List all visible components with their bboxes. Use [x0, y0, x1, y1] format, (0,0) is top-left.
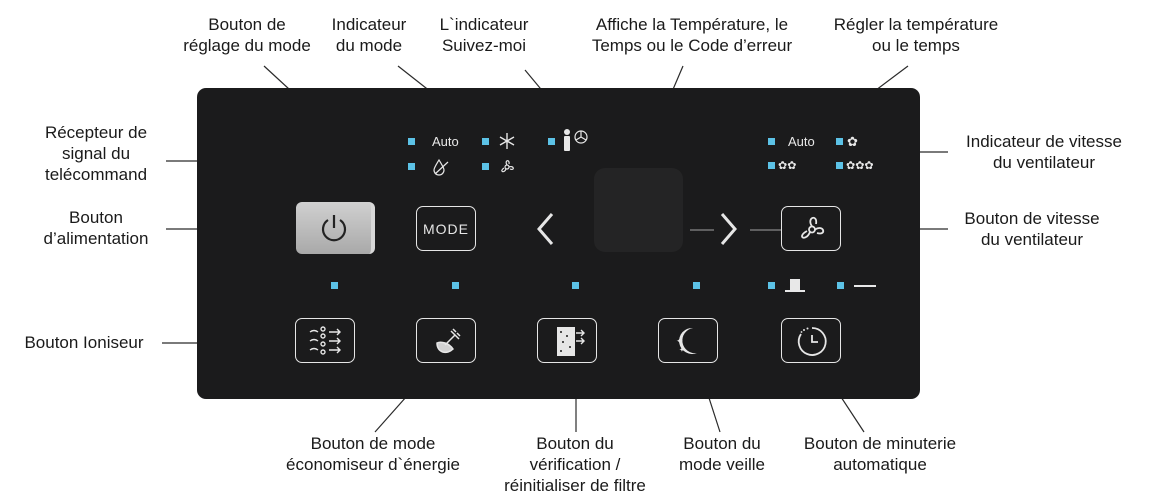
follow-me-icon [564, 129, 588, 151]
fan-icon [501, 160, 514, 173]
led-fan-low [836, 138, 843, 145]
label-regler-temperature: Régler la température ou le temps [833, 15, 999, 55]
label-affiche-temperature: Affiche la Température, le Temps ou le C… [591, 15, 793, 55]
led-mode-cool [482, 138, 489, 145]
svg-text:✦: ✦ [676, 337, 684, 347]
timer-off-icon [854, 285, 876, 287]
label-bouton-filtre: Bouton du vérification / réinitialiser d… [504, 434, 646, 495]
led-fan-auto [768, 138, 775, 145]
led-mode-auto [408, 138, 415, 145]
ionizer-icon [309, 326, 341, 355]
chevron-left-icon[interactable] [534, 210, 556, 248]
led-follow-me [548, 138, 555, 145]
fan-high-icon: ✿✿✿ [846, 160, 874, 172]
label-bouton-vitesse: Bouton de vitesse du ventilateur [964, 209, 1100, 249]
led-eco [452, 282, 459, 289]
snowflake-icon [499, 133, 515, 149]
svg-text:✦: ✦ [679, 346, 685, 354]
label-indicateur-suivez-moi: L`indicateur Suivez-moi [439, 15, 529, 55]
fan-auto-text: Auto [788, 134, 815, 149]
filter-icon [557, 327, 585, 356]
eco-plug-icon [436, 328, 461, 354]
chevron-right-icon[interactable] [718, 210, 740, 248]
led-timer-on [768, 282, 775, 289]
fan-speed-icon [801, 216, 825, 239]
label-indicateur-vitesse: Indicateur de vitesse du ventilateur [966, 132, 1122, 172]
timer-icon [797, 327, 827, 356]
power-button[interactable] [296, 202, 375, 254]
mode-button-label: MODE [423, 220, 469, 237]
temperature-display [594, 168, 683, 252]
led-ioniseur [331, 282, 338, 289]
timer-button[interactable] [781, 318, 841, 363]
timer-on-icon [785, 279, 805, 292]
fan-speed-button[interactable] [781, 206, 841, 251]
sleep-button[interactable]: ✦ ✦ [658, 318, 718, 363]
ionizer-button[interactable] [295, 318, 355, 363]
led-fan-mid [768, 162, 775, 169]
label-bouton-economiseur: Bouton de mode économiseur d`énergie [286, 434, 460, 474]
label-bouton-reglage-mode: Bouton de réglage du mode [183, 15, 311, 55]
mode-button[interactable]: MODE [416, 206, 476, 251]
label-bouton-minuterie: Bouton de minuterie automatique [803, 434, 957, 474]
eco-button[interactable] [416, 318, 476, 363]
fan-low-icon: ✿ [847, 134, 858, 149]
label-recepteur: Récepteur de signal du telécommand [44, 123, 148, 184]
dry-icon [433, 158, 449, 176]
label-bouton-ioniseur: Bouton Ioniseur [24, 333, 144, 352]
power-icon [321, 215, 347, 242]
sleep-moon-icon: ✦ ✦ [676, 327, 697, 354]
led-timer-off [837, 282, 844, 289]
label-bouton-alimentation: Bouton d’alimentation [43, 208, 149, 248]
led-filter [572, 282, 579, 289]
label-indicateur-mode: Indicateur du mode [331, 15, 407, 55]
led-fan-high [836, 162, 843, 169]
led-mode-dry [408, 163, 415, 170]
led-mode-fan [482, 163, 489, 170]
mode-auto-text: Auto [432, 134, 459, 149]
filter-button[interactable] [537, 318, 597, 363]
dash-line [690, 229, 782, 231]
fan-mid-icon: ✿✿ [778, 160, 797, 172]
led-sleep [693, 282, 700, 289]
label-bouton-veille: Bouton du mode veille [679, 434, 765, 474]
